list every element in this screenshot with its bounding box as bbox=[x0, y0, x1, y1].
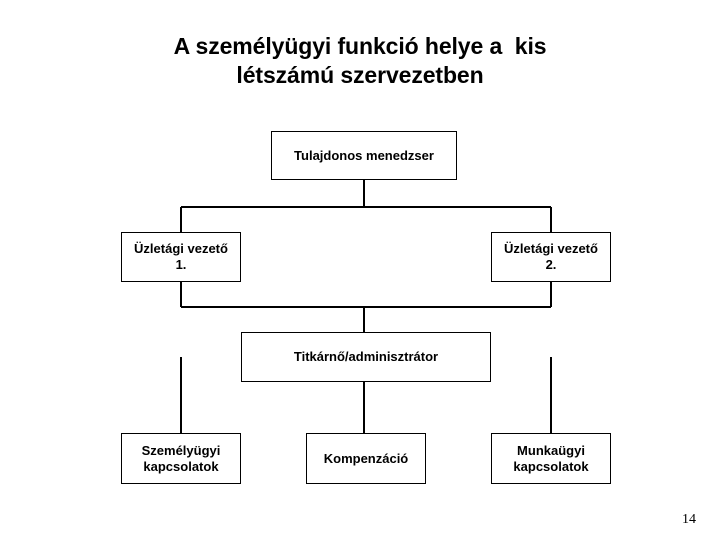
node-unit-leader-2[interactable]: Üzletági vezető 2. bbox=[491, 232, 611, 282]
node-hr-relations[interactable]: Személyügyi kapcsolatok bbox=[121, 433, 241, 484]
node-labor-relations[interactable]: Munkaügyi kapcsolatok bbox=[491, 433, 611, 484]
node-secretary-administrator-label: Titkárnő/adminisztrátor bbox=[293, 349, 439, 365]
node-compensation[interactable]: Kompenzáció bbox=[306, 433, 426, 484]
page-title-line-1: A személyügyi funkció helye a kis bbox=[173, 33, 547, 59]
node-unit-leader-1[interactable]: Üzletági vezető 1. bbox=[121, 232, 241, 282]
node-labor-relations-label: Munkaügyi kapcsolatok bbox=[513, 442, 589, 474]
node-secretary-administrator[interactable]: Titkárnő/adminisztrátor bbox=[241, 332, 491, 382]
page-title-line-2: létszámú szervezetben bbox=[236, 62, 484, 89]
node-unit-leader-1-label: Üzletági vezető 1. bbox=[134, 241, 228, 272]
node-owner-manager[interactable]: Tulajdonos menedzser bbox=[271, 131, 457, 180]
node-unit-leader-2-label: Üzletági vezető 2. bbox=[504, 241, 598, 272]
node-hr-relations-label: Személyügyi kapcsolatok bbox=[141, 442, 221, 474]
node-compensation-label: Kompenzáció bbox=[323, 450, 409, 466]
node-owner-manager-label: Tulajdonos menedzser bbox=[294, 147, 434, 163]
page-number: 14 bbox=[682, 512, 696, 527]
page-title: A személyügyi funkció helye a kis létszá… bbox=[60, 32, 660, 91]
